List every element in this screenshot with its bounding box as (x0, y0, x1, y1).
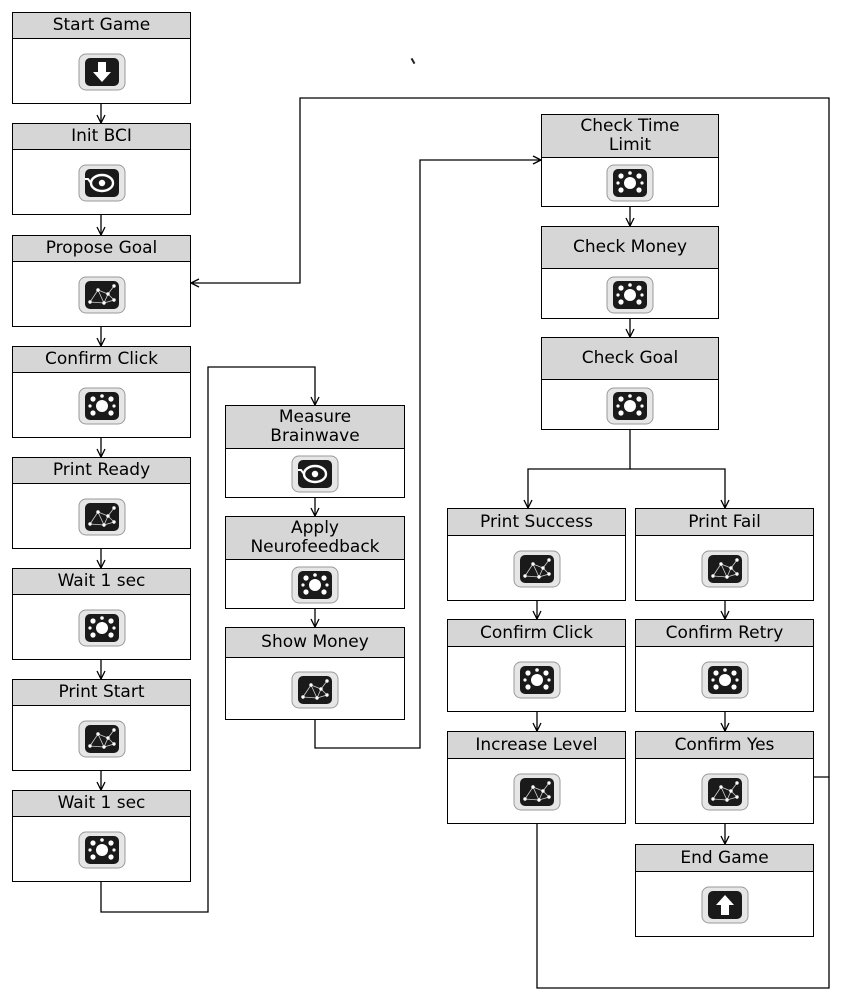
block-confirm-click-2: Confirm Click (447, 619, 626, 712)
block-label: Confirm Click (45, 349, 158, 369)
block-increase-level: Increase Level (447, 731, 626, 824)
block-label: Print Ready (52, 460, 151, 480)
block-title: Confirm Yes (636, 732, 813, 759)
block-title: Print Ready (13, 458, 190, 484)
connector-check-goal-to-print-success (528, 430, 631, 508)
block-title: Increase Level (448, 732, 625, 759)
block-label: Check Money (572, 237, 688, 257)
block-confirm-retry: Confirm Retry (635, 619, 814, 712)
block-label: Show Money (261, 632, 369, 652)
network-graph-icon (78, 498, 126, 536)
cluster-icon (513, 661, 561, 699)
block-end-game: End Game (635, 844, 814, 937)
network-graph-icon (513, 550, 561, 588)
block-confirm-yes: Confirm Yes (635, 731, 814, 824)
block-label: Wait 1 sec (57, 571, 146, 591)
cluster-icon (606, 387, 654, 425)
block-title: Confirm Click (13, 347, 190, 373)
network-graph-icon (701, 773, 749, 811)
block-title: Print Fail (636, 509, 813, 536)
block-title: Print Start (13, 680, 190, 706)
block-title: Check Money (542, 227, 718, 269)
arrow-up-icon (701, 886, 749, 924)
block-check-goal: Check Goal (541, 337, 719, 430)
cluster-icon (291, 566, 339, 604)
network-graph-icon (78, 720, 126, 758)
block-title: Wait 1 sec (13, 569, 190, 595)
block-label: End Game (680, 847, 769, 868)
block-title: Init BCI (13, 124, 190, 150)
block-check-money: Check Money (541, 226, 719, 319)
block-confirm-click-1: Confirm Click (12, 346, 191, 438)
connector-check-goal-to-print-fail (630, 468, 725, 508)
brainwave-icon (291, 455, 339, 493)
block-label: Start Game (52, 15, 151, 35)
network-graph-icon (701, 550, 749, 588)
block-title: Check Goal (542, 338, 718, 380)
cluster-icon (606, 164, 654, 202)
block-wait-1sec-b: Wait 1 sec (12, 790, 191, 882)
connector-show-money-to-check-time-limit (314, 160, 541, 749)
block-title: Wait 1 sec (13, 791, 190, 817)
block-title: End Game (636, 845, 813, 872)
brainwave-icon (78, 164, 126, 202)
block-init-bci: Init BCI (12, 123, 191, 215)
block-label: Print Fail (688, 511, 761, 532)
block-label: Confirm Yes (674, 734, 775, 755)
cluster-icon (78, 831, 126, 869)
block-title: Confirm Retry (636, 620, 813, 647)
block-label: Increase Level (475, 734, 598, 755)
block-label: Check Goal (581, 348, 679, 368)
connector-wait-1sec-b-to-measure-brainwave (100, 366, 315, 913)
block-title: Confirm Click (448, 620, 625, 647)
cluster-icon (78, 387, 126, 425)
block-start-game: Start Game (12, 12, 191, 104)
block-label: Confirm Retry (665, 622, 784, 643)
block-title: Start Game (13, 13, 190, 39)
block-wait-1sec-a: Wait 1 sec (12, 568, 191, 660)
block-label: Print Success (480, 511, 593, 532)
block-label: Confirm Click (480, 622, 593, 643)
network-graph-icon (78, 276, 126, 314)
block-title: Propose Goal (13, 236, 190, 262)
block-propose-goal: Propose Goal (12, 235, 191, 327)
cluster-icon (606, 276, 654, 314)
block-label: Init BCI (71, 126, 132, 146)
connector-confirm-yes-to-propose-goal (191, 97, 830, 778)
network-graph-icon (513, 773, 561, 811)
block-label: Print Start (58, 682, 145, 702)
block-title: Print Success (448, 509, 625, 536)
block-print-ready: Print Ready (12, 457, 191, 549)
block-print-fail: Print Fail (635, 508, 814, 601)
block-label: Propose Goal (45, 238, 158, 258)
network-graph-icon (291, 671, 339, 709)
block-title: Show Money (226, 628, 404, 658)
block-print-start: Print Start (12, 679, 191, 771)
arrow-down-icon (78, 53, 126, 91)
cluster-icon (78, 609, 126, 647)
block-label: Wait 1 sec (57, 793, 146, 813)
block-print-success: Print Success (447, 508, 626, 601)
block-show-money: Show Money (225, 627, 405, 720)
cluster-icon (701, 661, 749, 699)
connector-increase-level-to-check-time-limit (536, 777, 830, 989)
